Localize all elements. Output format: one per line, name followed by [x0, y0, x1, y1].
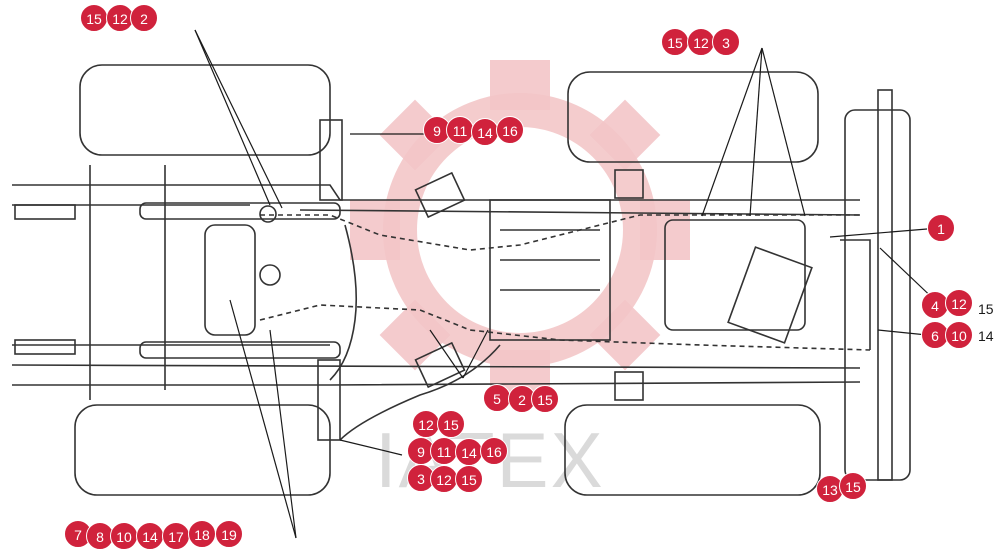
callout-15[interactable]: 15	[531, 385, 559, 413]
engine-block	[664, 219, 806, 331]
rear-axle-upper	[139, 202, 341, 220]
callout-3[interactable]: 3	[712, 28, 740, 56]
rear-axle-lower	[139, 341, 341, 359]
frame-rail-bottom-outer	[12, 381, 861, 386]
wiring-harness	[260, 214, 860, 251]
callout-5[interactable]: 5	[483, 384, 511, 412]
callout-11[interactable]: 11	[446, 116, 474, 144]
tire-rear-bottom	[74, 404, 331, 496]
callout-12[interactable]: 12	[945, 289, 973, 317]
callout-16[interactable]: 16	[496, 116, 524, 144]
callout-17[interactable]: 17	[162, 522, 190, 550]
callout-14[interactable]: 14	[136, 522, 164, 550]
callout-14[interactable]: 14	[455, 438, 483, 466]
label-14: 14	[978, 328, 994, 344]
frame-rail-bottom	[11, 344, 861, 369]
callout-19[interactable]: 19	[215, 520, 243, 548]
callout-15[interactable]: 15	[661, 28, 689, 56]
callout-1[interactable]: 1	[927, 214, 955, 242]
callout-6[interactable]: 6	[921, 321, 949, 349]
callout-15[interactable]: 15	[839, 472, 867, 500]
label-15: 15	[978, 301, 994, 317]
callout-10[interactable]: 10	[110, 522, 138, 550]
callout-12[interactable]: 12	[430, 465, 458, 493]
callout-15[interactable]: 15	[455, 465, 483, 493]
callout-15[interactable]: 15	[437, 410, 465, 438]
callout-15[interactable]: 15	[80, 4, 108, 32]
callout-16[interactable]: 16	[480, 437, 508, 465]
callout-18[interactable]: 18	[188, 520, 216, 548]
callout-2[interactable]: 2	[130, 4, 158, 32]
callout-14[interactable]: 14	[471, 118, 499, 146]
tire-rear-top	[79, 64, 331, 156]
tire-front-top	[567, 71, 819, 163]
callout-10[interactable]: 10	[945, 321, 973, 349]
tire-front-bottom	[564, 404, 821, 496]
callout-12[interactable]: 12	[687, 28, 715, 56]
callout-11[interactable]: 11	[430, 437, 458, 465]
callout-12[interactable]: 12	[412, 410, 440, 438]
radiator	[727, 246, 813, 344]
callout-8[interactable]: 8	[86, 522, 114, 550]
